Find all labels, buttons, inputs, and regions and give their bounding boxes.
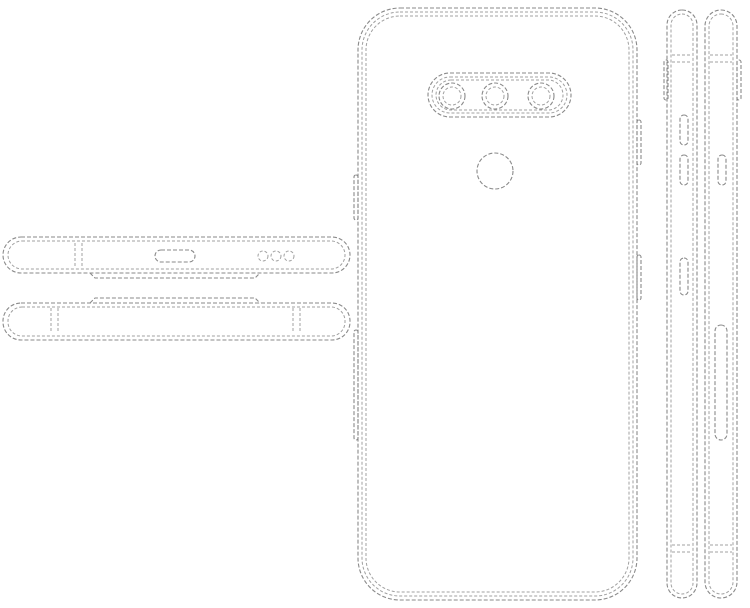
side-button: [679, 257, 689, 296]
port-slot: [154, 249, 196, 263]
volume-button: [679, 114, 689, 146]
camera-lens-icon: [481, 82, 509, 110]
volume-button: [679, 154, 689, 186]
left-side-view: [663, 9, 698, 599]
power-button: [717, 154, 727, 186]
camera-lens-icon: [438, 82, 466, 110]
camera-lens-icon: [527, 82, 555, 110]
side-button: [636, 119, 642, 166]
camera-module: [427, 72, 572, 118]
right-side-view: [704, 9, 742, 599]
side-button: [353, 329, 359, 441]
speaker-hole: [283, 250, 295, 262]
sim-tray: [714, 324, 728, 441]
side-button: [353, 174, 359, 221]
rear-view: [353, 7, 642, 601]
bottom-edge-view: [2, 297, 351, 341]
speaker-hole: [270, 250, 282, 262]
speaker-hole: [257, 250, 269, 262]
side-button: [636, 254, 642, 301]
fingerprint-sensor: [476, 152, 514, 190]
top-edge-view: [2, 236, 351, 279]
